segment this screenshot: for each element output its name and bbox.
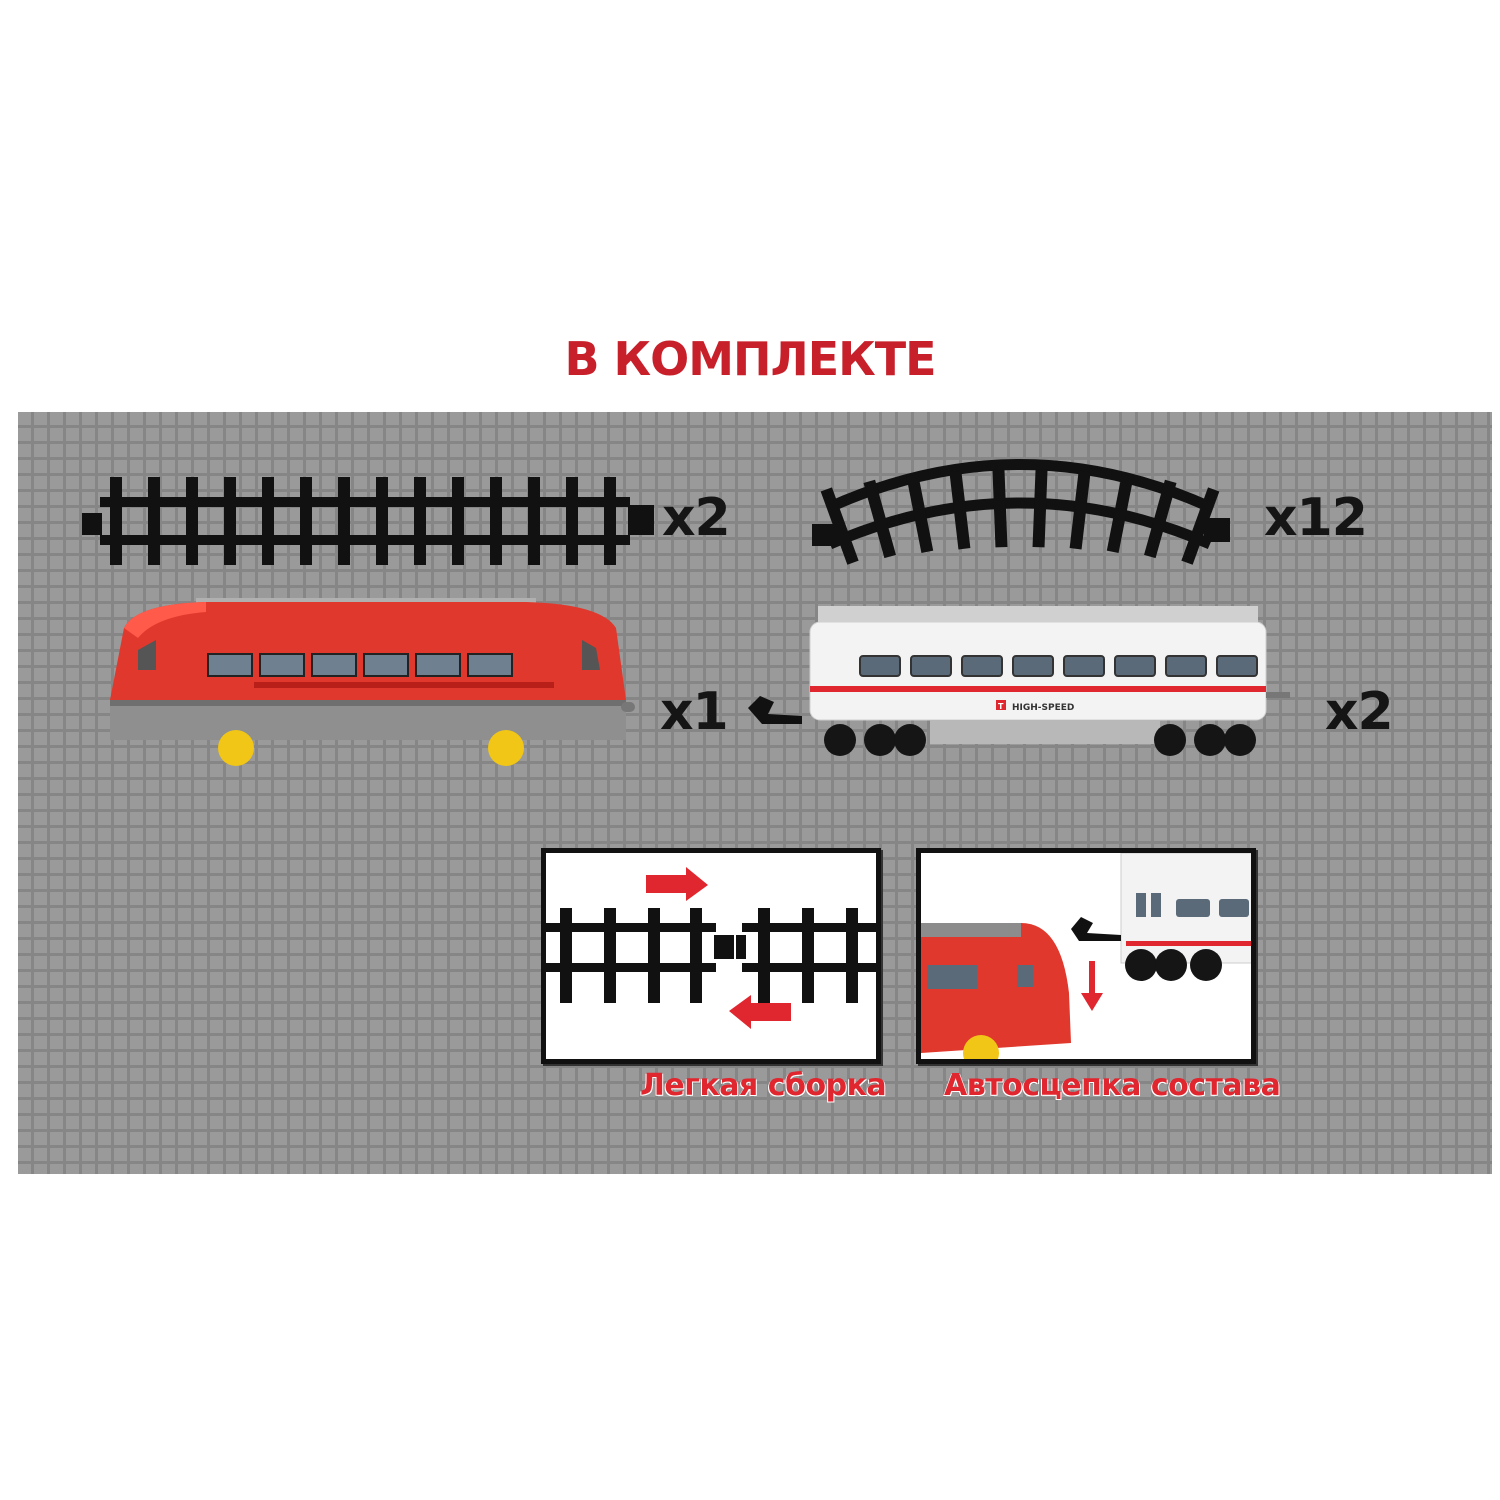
page-title: В КОМПЛЕКТЕ	[564, 332, 936, 386]
red-locomotive-icon	[110, 598, 635, 766]
feature-caption-coupling: Автосцепка состава	[944, 1068, 1281, 1103]
car-label: HIGH-SPEED	[1012, 703, 1074, 713]
white-passenger-car-icon: HIGH-SPEED T	[809, 606, 1290, 756]
easy-assembly-inset	[541, 848, 881, 1064]
car-badge: T	[998, 702, 1004, 711]
curved-rail-icon	[812, 459, 1230, 565]
straight-track-qty: x2	[662, 488, 731, 548]
track-assembly-icon	[546, 867, 876, 1029]
passenger-car-qty: x2	[1325, 682, 1394, 742]
feature-caption-assembly: Легкая сборка	[640, 1068, 887, 1103]
coupler-hook-icon	[748, 696, 802, 724]
straight-rail-icon	[82, 477, 654, 565]
curved-track-qty: x12	[1264, 488, 1368, 548]
locomotive-qty: x1	[660, 682, 729, 742]
auto-coupling-inset	[916, 848, 1256, 1064]
auto-coupling-icon	[921, 853, 1251, 1059]
